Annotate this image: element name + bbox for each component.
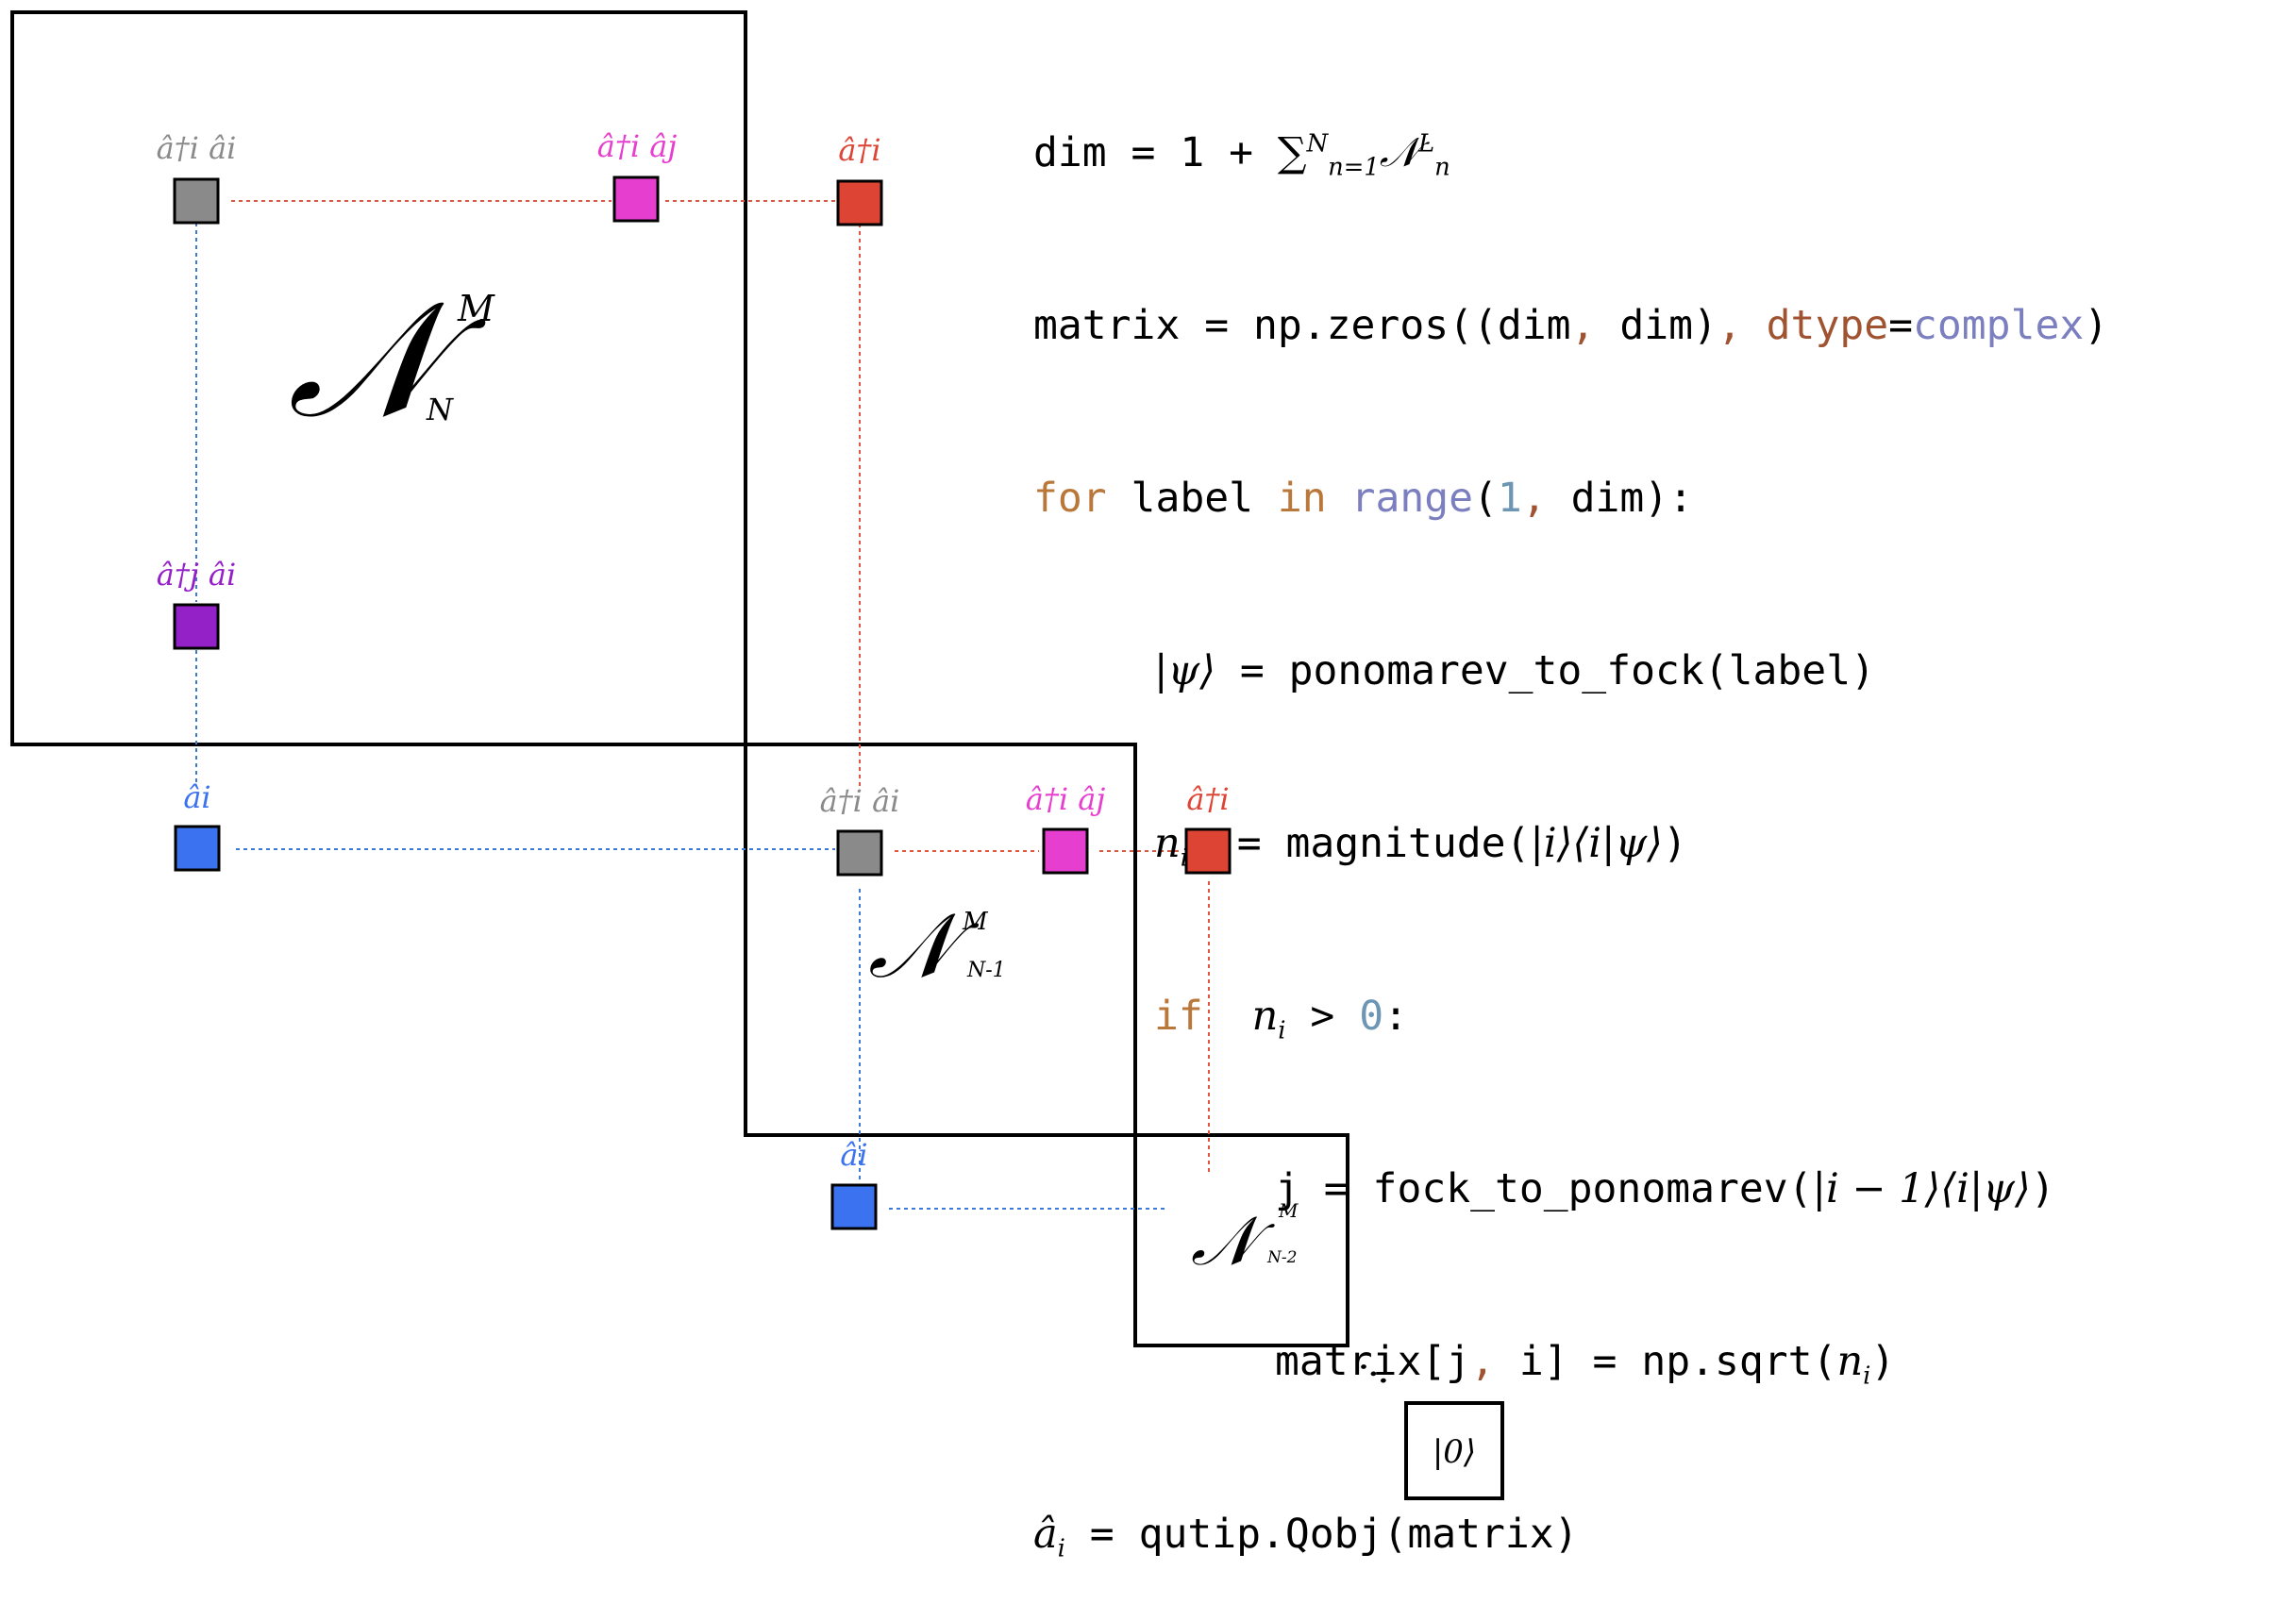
code-math: n [1836, 1338, 1864, 1385]
code-block: dim = 1 + ∑Nn=1𝒩Ln matrix = np.zeros((di… [1033, 9, 2108, 1621]
calN-sup: L [1418, 129, 1435, 159]
code-math-sub: i [1278, 1016, 1286, 1045]
code-text: = qutip.Qobj(matrix) [1064, 1511, 1579, 1558]
code-text: ) [2084, 302, 2109, 349]
op-label-hop-ij: â†i âj [597, 128, 678, 164]
code-text: > [1285, 993, 1360, 1040]
op-label-number: â†i âi [820, 783, 900, 819]
code-line-3: for label in range(1, dim): [1033, 470, 2108, 527]
code-text: ) [1662, 820, 1687, 867]
code-text: ( [1473, 475, 1498, 522]
subspace-sup: M [1278, 1199, 1299, 1222]
subspace-sub: N-1 [966, 959, 1006, 982]
code-builtin: complex [1913, 302, 2085, 349]
subspace-sub: N-2 [1266, 1248, 1297, 1267]
code-line-1: dim = 1 + ∑Nn=1𝒩Ln [1033, 125, 2108, 182]
code-line-9: âi = qutip.Qobj(matrix) [1033, 1506, 2108, 1563]
calN-sub: n [1434, 153, 1450, 182]
op-square-annihilate [174, 825, 221, 872]
op-label-create: â†i [1186, 781, 1229, 817]
code-line-7: j = fock_to_ponomarev(|i − 1⟩⟨i|ψ⟩) [1033, 1161, 2108, 1218]
code-math-sub: i [1180, 844, 1188, 873]
op-square-annihilate [830, 1183, 878, 1230]
op-square-hop-ij [1042, 827, 1089, 875]
code-line-4: |ψ⟩ = ponomarev_to_fock(label) [1033, 643, 2108, 700]
subspace-box-n [10, 10, 747, 746]
op-label-annihilate: âi [183, 779, 210, 815]
vacuum-state: |0⟩ [1433, 1433, 1476, 1471]
op-label-hop-ji: â†j âi [157, 557, 236, 593]
code-text: j = fock_to_ponomarev( [1275, 1165, 1813, 1212]
op-square-hop-ij [612, 175, 660, 223]
code-math: n [1251, 993, 1279, 1040]
sum-symbol: ∑ [1277, 129, 1307, 176]
code-text: ) [2030, 1165, 2055, 1212]
code-math: n [1154, 820, 1181, 867]
op-label-annihilate: âi [840, 1137, 867, 1173]
op-label-number: â†i âi [157, 130, 237, 166]
code-number: 0 [1359, 993, 1384, 1040]
code-text: dim = 1 + [1033, 129, 1278, 176]
code-comma: , [1570, 302, 1596, 349]
code-builtin: range [1350, 475, 1474, 522]
code-text [1203, 993, 1252, 1040]
code-keyword: if [1154, 993, 1203, 1040]
code-text: dim) [1595, 302, 1718, 349]
diagram-canvas: â†i âi â†i âj â†i â†j âi âi â†i âi â†i â… [10, 10, 1504, 1500]
code-text: matrix[j [1275, 1338, 1471, 1385]
code-text: = ponomarev_to_fock(label) [1215, 647, 1875, 694]
code-kwarg: dtype [1766, 302, 1889, 349]
code-number: 1 [1497, 475, 1522, 522]
code-text [1742, 302, 1767, 349]
code-comma: , [1521, 475, 1547, 522]
op-square-number [836, 829, 883, 877]
subspace-box-n-minus-2 [1133, 1133, 1349, 1347]
code-keyword: in [1277, 475, 1327, 522]
code-math-sub: i [1863, 1362, 1871, 1391]
code-math-sub: i [1057, 1534, 1065, 1563]
code-text: label [1106, 475, 1278, 522]
code-comma: , [1717, 302, 1742, 349]
code-line-6: if ni > 0: [1033, 988, 2108, 1045]
op-square-create [1184, 827, 1232, 875]
subspace-box-n-minus-1 [744, 743, 1137, 1137]
op-square-hop-ji [173, 603, 220, 650]
code-text: dim): [1546, 475, 1694, 522]
calN-symbol: 𝒩 [1379, 129, 1419, 176]
op-label-hop-ij: â†i âj [1026, 781, 1106, 817]
code-math: |i⟩⟨i|ψ⟩ [1530, 820, 1663, 867]
code-line-8: matrix[j, i] = np.sqrt(ni) [1033, 1333, 2108, 1391]
subspace-sup: M [962, 908, 989, 936]
code-math: |ψ⟩ [1154, 647, 1215, 694]
op-label-create: â†i [838, 132, 880, 168]
vacuum-box [1404, 1401, 1504, 1500]
code-text: : [1383, 993, 1408, 1040]
op-square-create [836, 179, 883, 226]
code-text: ) [1870, 1338, 1896, 1385]
code-text [1327, 475, 1351, 522]
code-math: |i − 1⟩⟨i|ψ⟩ [1812, 1165, 2031, 1212]
code-line-2: matrix = np.zeros((dim, dim), dtype=comp… [1033, 297, 2108, 355]
sum-lower: n=1 [1328, 153, 1380, 182]
subspace-sub: N [426, 392, 454, 427]
op-square-number [173, 177, 220, 225]
code-text: = magnitude( [1187, 820, 1531, 867]
subspace-sup: M [457, 288, 495, 329]
code-math: â [1033, 1511, 1058, 1558]
code-text: = [1888, 302, 1914, 349]
code-text: matrix = np.zeros((dim [1033, 302, 1571, 349]
code-line-5: ni = magnitude(|i⟩⟨i|ψ⟩) [1033, 815, 2108, 873]
code-keyword: for [1033, 475, 1107, 522]
sum-upper: N [1306, 129, 1329, 159]
code-text: i] = np.sqrt( [1495, 1338, 1837, 1385]
code-comma: , [1470, 1338, 1495, 1385]
